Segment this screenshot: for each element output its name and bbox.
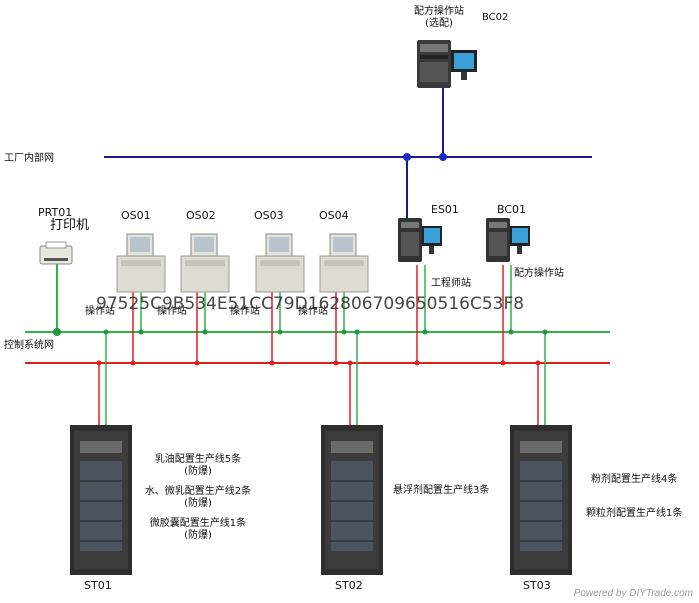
os04-label: OS04: [319, 209, 349, 222]
watermark-text: 97525C9B534E51CC79D162806709650516C53F8: [96, 294, 525, 314]
recipe-station-optional-label: 配方操作站 (选配): [414, 6, 464, 30]
os01-workstation-icon: [116, 233, 166, 293]
factory-network-label: 工厂内部网: [4, 153, 54, 164]
os04-workstation-icon: [319, 233, 369, 293]
os03-label: OS03: [254, 209, 284, 222]
st01-cabinet-icon: [70, 425, 132, 575]
recipe-station-label: 配方操作站: [514, 268, 564, 279]
os02-workstation-icon: [180, 233, 230, 293]
junction-node: [403, 153, 411, 161]
operator-station-label-3: 操作站: [230, 306, 260, 317]
prt01-label: PRT01: [38, 206, 73, 219]
st01-description: 乳油配置生产线5条 (防爆) 水、微乳配置生产线2条 (防爆) 微胶囊配置生产线…: [143, 454, 253, 542]
st02-description: 悬浮剂配置生产线3条: [393, 485, 490, 496]
es01-label: ES01: [431, 203, 459, 216]
engineer-station-label: 工程师站: [431, 278, 471, 289]
junction-node: [439, 153, 447, 161]
printer-icon: [39, 241, 73, 265]
os01-label: OS01: [121, 209, 151, 222]
recipe-station-optional-line1: 配方操作站: [414, 6, 464, 17]
st01-label: ST01: [84, 579, 112, 592]
junction-node: [53, 328, 61, 336]
st01-desc-line: 微胶囊配置生产线1条: [149, 518, 247, 529]
st03-desc-line-1: 粉剂配置生产线4条: [591, 474, 678, 485]
st02-label: ST02: [335, 579, 363, 592]
operator-station-label-4: 操作站: [298, 306, 328, 317]
st01-desc-line: (防爆): [184, 466, 212, 477]
st03-desc-line-2: 颗粒剂配置生产线1条: [586, 508, 683, 519]
printer-label: 打印机: [50, 218, 90, 233]
footer-credit: Powered by DIYTrade.com: [573, 588, 693, 599]
operator-station-label-2: 操作站: [157, 306, 187, 317]
st01-desc-line: 乳油配置生产线5条: [154, 454, 242, 465]
bc01-label: BC01: [497, 203, 527, 216]
bc02-server-icon: [417, 40, 477, 88]
st02-cabinet-icon: [321, 425, 383, 575]
es01-server-icon: [398, 218, 442, 262]
st01-desc-line: 水、微乳配置生产线2条: [144, 486, 252, 497]
junction-dots: [96, 329, 548, 366]
os02-label: OS02: [186, 209, 216, 222]
st01-desc-line: (防爆): [184, 498, 212, 509]
bc01-server-icon: [486, 218, 530, 262]
recipe-station-optional-line2: (选配): [425, 18, 453, 29]
st01-desc-line: (防爆): [184, 530, 212, 541]
st03-label: ST03: [523, 579, 551, 592]
control-network-label: 控制系统网: [4, 340, 54, 351]
os03-workstation-icon: [255, 233, 305, 293]
bc02-label: BC02: [482, 12, 509, 23]
operator-station-label-1: 操作站: [85, 306, 115, 317]
st03-cabinet-icon: [510, 425, 572, 575]
